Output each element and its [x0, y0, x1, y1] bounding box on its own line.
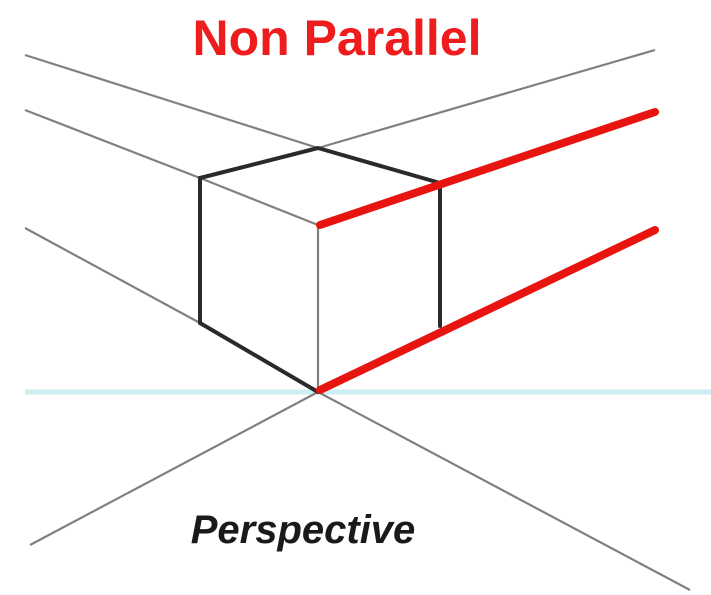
red-edges	[316, 108, 659, 394]
guide-line-top-left	[24, 53, 319, 150]
title: Non Parallel	[193, 10, 482, 66]
guide-line-ground-left	[29, 391, 319, 546]
red-edge-top	[316, 108, 659, 229]
guide-line-top-right	[317, 48, 656, 150]
box-bottom-left-edge	[198, 321, 320, 394]
guide-line-upper-left	[24, 108, 201, 180]
red-edge-bottom	[316, 226, 659, 394]
construction-lines	[24, 48, 691, 591]
guide-line-inner-left	[199, 176, 319, 227]
guide-line-lower-left	[24, 227, 201, 324]
caption: Perspective	[191, 508, 416, 552]
box-top-edges	[198, 146, 442, 185]
guide-line-ground-right	[317, 391, 691, 591]
box-outline	[198, 146, 442, 394]
